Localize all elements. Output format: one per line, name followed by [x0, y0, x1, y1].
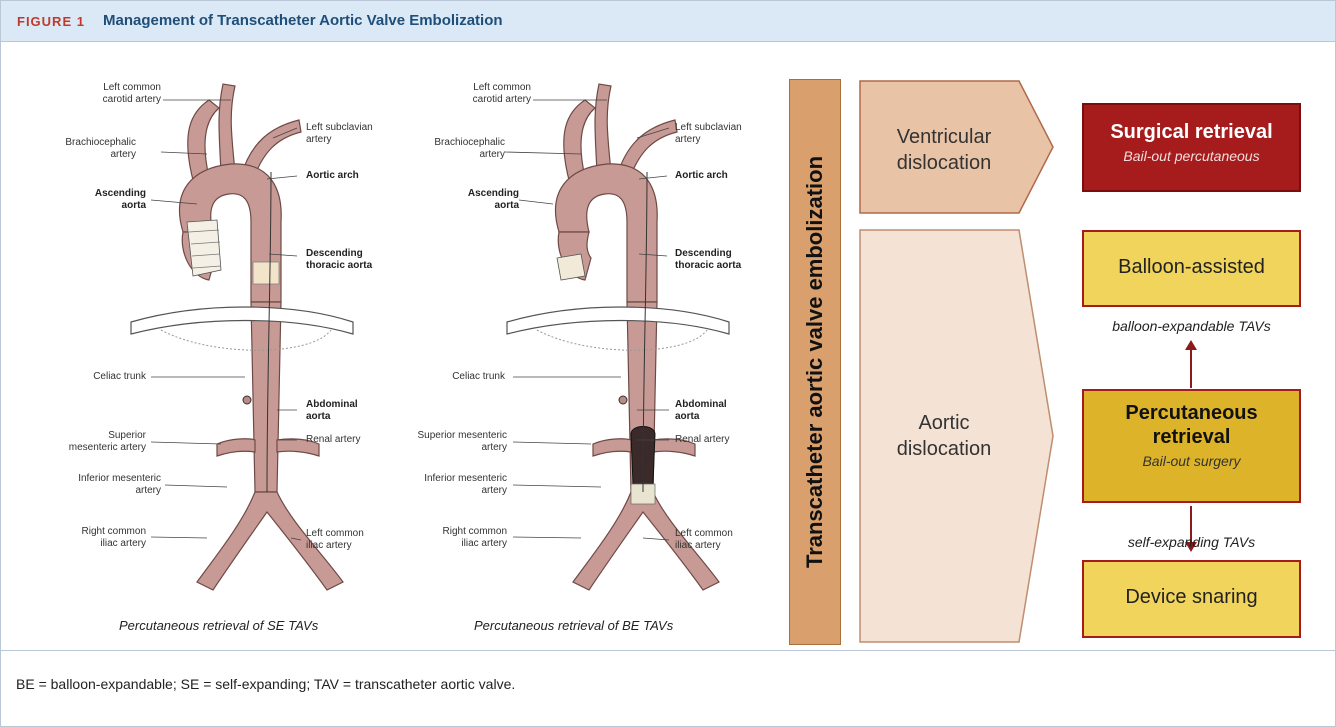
- percutaneous-retrieval-title: Percutaneous retrieval: [1084, 401, 1299, 449]
- label-left-subclavian-se: Left subclavian artery: [306, 122, 396, 146]
- label-aortic-arch-be: Aortic arch: [675, 170, 765, 182]
- surgical-retrieval-sub: Bail-out percutaneous: [1084, 148, 1299, 164]
- arrow-up-to-balloon: [1181, 340, 1201, 390]
- ventricular-dislocation-label: Ventricular dislocation: [869, 124, 1019, 176]
- figure-label: FIGURE 1: [17, 14, 85, 29]
- label-inferior-mesenteric-se: Inferior mesenteric artery: [41, 473, 161, 497]
- label-celiac-trunk-be: Celiac trunk: [405, 371, 505, 383]
- label-superior-mesenteric-be: Superior mesenteric artery: [395, 430, 507, 454]
- label-brachiocephalic-se: Brachiocephalic artery: [41, 137, 136, 161]
- caption-se: Percutaneous retrieval of SE TAVs: [119, 618, 318, 633]
- figure-header: FIGURE 1 Management of Transcatheter Aor…: [1, 1, 1335, 42]
- surgical-retrieval-title: Surgical retrieval: [1084, 121, 1299, 144]
- vertical-title: Transcatheter aortic valve embolization: [802, 156, 828, 568]
- vertical-title-bar: Transcatheter aortic valve embolization: [789, 79, 841, 645]
- label-right-common-iliac-be: Right common iliac artery: [405, 526, 507, 550]
- label-left-common-iliac-be: Left common iliac artery: [675, 528, 765, 552]
- device-snaring-title: Device snaring: [1084, 586, 1299, 609]
- label-descending-thoracic-be: Descending thoracic aorta: [675, 248, 775, 272]
- label-descending-thoracic-se: Descending thoracic aorta: [306, 248, 406, 272]
- label-inferior-mesenteric-be: Inferior mesenteric artery: [395, 473, 507, 497]
- footnote: BE = balloon-expandable; SE = self-expan…: [16, 676, 515, 692]
- figure-title: Management of Transcatheter Aortic Valve…: [103, 12, 503, 29]
- device-snaring-box: Device snaring: [1082, 560, 1301, 638]
- label-left-common-iliac-se: Left common iliac artery: [306, 528, 396, 552]
- balloon-expandable-note: balloon-expandable TAVs: [1082, 318, 1301, 334]
- label-left-subclavian-be: Left subclavian artery: [675, 122, 765, 146]
- label-brachiocephalic-be: Brachiocephalic artery: [405, 137, 505, 161]
- balloon-assisted-title: Balloon-assisted: [1084, 256, 1299, 279]
- label-renal-artery-be: Renal artery: [675, 434, 765, 446]
- balloon-assisted-box: Balloon-assisted: [1082, 230, 1301, 307]
- label-left-common-carotid-se: Left common carotid artery: [56, 82, 161, 106]
- label-abdominal-aorta-se: Abdominal aorta: [306, 399, 396, 423]
- percutaneous-retrieval-sub: Bail-out surgery: [1084, 453, 1299, 469]
- figure-content: Left common carotid artery Left subclavi…: [1, 42, 1335, 648]
- percutaneous-retrieval-box: Percutaneous retrieval Bail-out surgery: [1082, 389, 1301, 503]
- surgical-retrieval-box: Surgical retrieval Bail-out percutaneous: [1082, 103, 1301, 192]
- label-ascending-aorta-be: Ascending aorta: [419, 188, 519, 212]
- label-renal-artery-se: Renal artery: [306, 434, 396, 446]
- label-ascending-aorta-se: Ascending aorta: [41, 188, 146, 212]
- label-right-common-iliac-se: Right common iliac artery: [41, 526, 146, 550]
- label-abdominal-aorta-be: Abdominal aorta: [675, 399, 765, 423]
- label-celiac-trunk-se: Celiac trunk: [41, 371, 146, 383]
- label-superior-mesenteric-se: Superior mesenteric artery: [41, 430, 146, 454]
- label-aortic-arch-se: Aortic arch: [306, 170, 396, 182]
- self-expanding-note: self-expanding TAVs: [1082, 534, 1301, 550]
- aortic-dislocation-label: Aortic dislocation: [869, 410, 1019, 462]
- caption-be: Percutaneous retrieval of BE TAVs: [474, 618, 673, 633]
- label-left-common-carotid-be: Left common carotid artery: [431, 82, 531, 106]
- footer-divider: [1, 650, 1335, 651]
